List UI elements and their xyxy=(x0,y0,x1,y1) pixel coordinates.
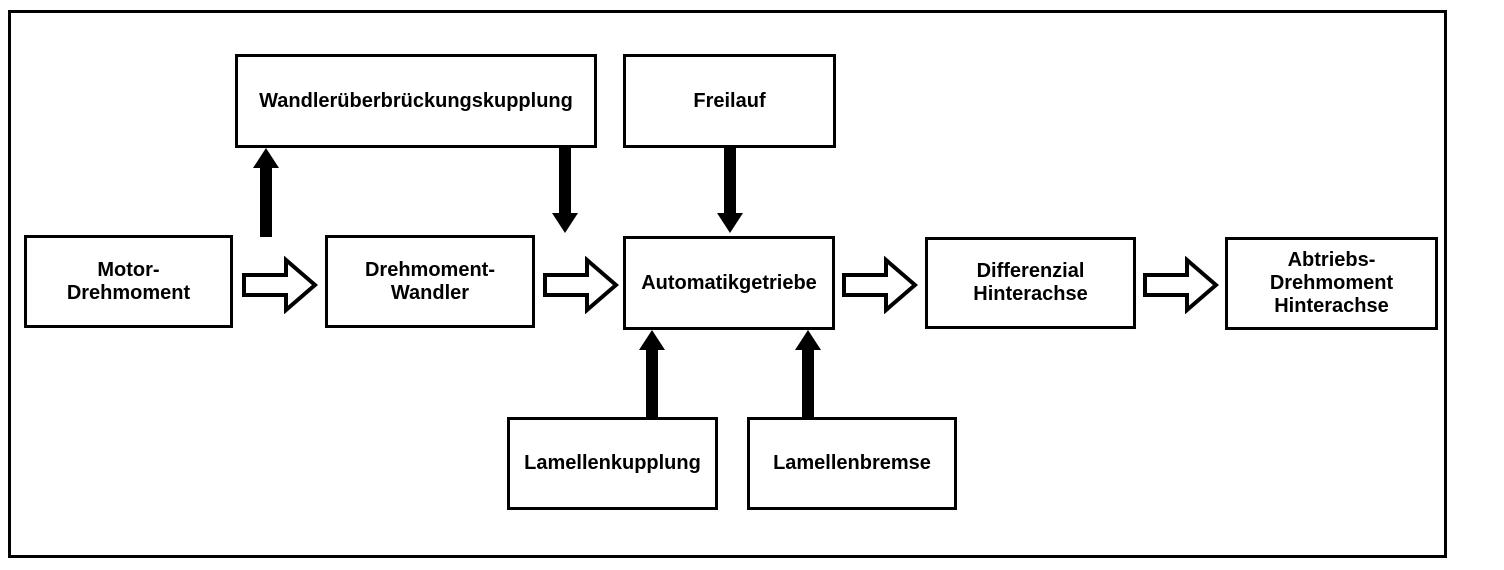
flow-arrow-differenzial-to-abtrieb-icon xyxy=(1143,256,1219,314)
arrow-up-lamellenbremse-to-getriebe-icon xyxy=(795,330,821,417)
node-abtriebs-drehmoment-hinterachse: Abtriebs- Drehmoment Hinterachse xyxy=(1225,237,1438,330)
arrow-down-freilauf-to-getriebe-icon xyxy=(717,148,743,233)
arrow-up-to-wandlerueberbrueckungskupplung-icon xyxy=(253,148,279,237)
node-freilauf: Freilauf xyxy=(623,54,836,148)
arrow-down-from-wandlerueberbrueckungskupplung-icon xyxy=(552,148,578,233)
node-differenzial-hinterachse: Differenzial Hinterachse xyxy=(925,237,1136,329)
node-label: Drehmoment- Wandler xyxy=(364,258,495,304)
node-label: Freilauf xyxy=(693,89,766,112)
node-label: Wandlerüberbrückungskupplung xyxy=(259,89,573,112)
flow-arrow-wandler-to-getriebe-icon xyxy=(543,256,619,314)
node-label: Lamellenkupplung xyxy=(524,452,701,474)
arrow-up-lamellenkupplung-to-getriebe-icon xyxy=(639,330,665,417)
node-motor-drehmoment: Motor- Drehmoment xyxy=(24,235,233,328)
node-drehmoment-wandler: Drehmoment- Wandler xyxy=(325,235,535,328)
node-label: Automatikgetriebe xyxy=(641,271,817,294)
flow-arrow-getriebe-to-differenzial-icon xyxy=(842,256,918,314)
node-wandlerueberbrueckungskupplung: Wandlerüberbrückungskupplung xyxy=(235,54,597,148)
node-label: Motor- Drehmoment xyxy=(66,258,191,304)
node-lamellenkupplung: Lamellenkupplung xyxy=(507,417,718,510)
node-lamellenbremse: Lamellenbremse xyxy=(747,417,957,510)
node-automatikgetriebe: Automatikgetriebe xyxy=(623,236,835,330)
node-label: Lamellenbremse xyxy=(773,452,931,474)
flow-arrow-motor-to-wandler-icon xyxy=(242,256,318,314)
node-label: Differenzial Hinterachse xyxy=(973,260,1088,305)
node-label: Abtriebs- Drehmoment Hinterachse xyxy=(1269,249,1394,317)
